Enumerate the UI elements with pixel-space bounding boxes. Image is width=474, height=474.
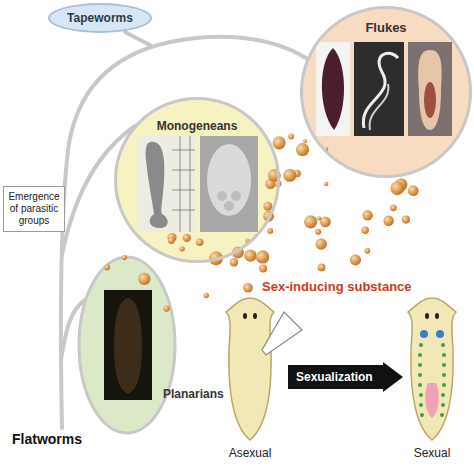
substance-dot [232, 247, 244, 259]
node-label: Flukes [303, 20, 469, 35]
substance-dot [273, 136, 286, 149]
ovary [436, 330, 444, 338]
substance-dot [383, 216, 393, 226]
substance-dot [263, 211, 274, 222]
substance-dot [263, 202, 272, 211]
arrow-body [288, 362, 403, 392]
substance-dots [104, 134, 419, 312]
substance-dot [288, 134, 294, 140]
group-label: Planarians [163, 387, 224, 401]
substance-dot [364, 248, 370, 254]
eye [243, 313, 247, 319]
substance-dot [243, 283, 253, 293]
substance-dot [320, 216, 331, 227]
tree-branch [61, 300, 85, 360]
planarian-photo [114, 298, 142, 394]
tree-branch [62, 126, 135, 255]
ruler-grid [172, 136, 195, 232]
monogenean-photo [224, 201, 234, 211]
pipette [262, 312, 302, 355]
monogenean-photo [207, 144, 251, 216]
substance-dot [104, 264, 110, 270]
eye [435, 313, 439, 319]
tree-branch [125, 32, 150, 45]
substance-dot [259, 264, 267, 272]
fluke-photo [322, 48, 344, 130]
photo-frame [104, 290, 152, 400]
substance-dot [324, 147, 328, 151]
substance-dot [163, 305, 169, 311]
fluke-photo [418, 50, 441, 130]
clade-circle: Flukes [300, 6, 472, 178]
substance-dot [350, 254, 361, 265]
ovary [420, 330, 428, 338]
substance-dot [390, 204, 397, 211]
node-label: Monogeneans [117, 119, 277, 133]
substance-dot [245, 239, 250, 244]
substance-dot [267, 228, 273, 234]
substance-dot [230, 258, 238, 266]
state-label: Asexual [229, 446, 272, 460]
substance-dot [362, 210, 372, 220]
substance-dot [317, 216, 321, 220]
substance-dot [408, 185, 419, 196]
substance-dot [256, 250, 269, 263]
photo-frame [408, 42, 452, 136]
asexual-worm [226, 298, 274, 440]
substance-dot [361, 226, 369, 234]
clade-fill [114, 97, 280, 263]
substance-dot [402, 215, 410, 223]
substance-dot [196, 238, 204, 246]
monogenean-photo [146, 142, 168, 228]
note-box: Emergence of parasitic groups [3, 186, 65, 232]
state-label: Sexual [414, 446, 451, 460]
substance-dot [318, 264, 326, 272]
eye [253, 313, 257, 319]
testes [418, 343, 446, 417]
node-label: Tapeworms [67, 11, 133, 25]
copulatory-organ [425, 383, 439, 418]
monogenean-photo [231, 191, 241, 201]
clade-ellipse [79, 257, 175, 433]
substance-dot [324, 182, 329, 187]
group-title: Flatworms [12, 431, 82, 447]
substance-dot [283, 169, 296, 182]
photo-frame [354, 42, 404, 136]
substance-dot [296, 143, 309, 156]
substance-dot [304, 215, 317, 228]
substance-dot [122, 255, 127, 260]
node-label: Emergence of parasitic groups [7, 191, 61, 227]
substance-dot [303, 139, 307, 143]
substance-dot [183, 234, 191, 242]
clade-ellipse: Tapeworms [48, 3, 152, 33]
fluke-photo [370, 84, 389, 130]
photo-frame [200, 136, 258, 232]
substance-dot [315, 238, 327, 250]
photo-frame [316, 42, 350, 136]
substance-dot [209, 251, 223, 265]
substance-dot [179, 246, 184, 251]
substance-dot [390, 181, 404, 195]
process-arrow: Sexualization [288, 362, 403, 392]
photo-frame [137, 136, 195, 232]
substance-dot [138, 273, 150, 285]
fluke-photo [363, 53, 398, 128]
fluke-photo [424, 82, 436, 118]
sexual-worm [408, 298, 456, 440]
substance-dot [315, 229, 321, 235]
substance-label: Sex-inducing substance [262, 279, 412, 294]
clade-fill [300, 6, 472, 178]
eye [425, 313, 429, 319]
substance-dot [168, 237, 175, 244]
monogenean-photo [217, 191, 227, 201]
node-label: Sexualization [288, 362, 373, 392]
substance-dot [244, 249, 256, 261]
clade-circle: Monogeneans [114, 97, 280, 263]
substance-dot [203, 293, 209, 299]
